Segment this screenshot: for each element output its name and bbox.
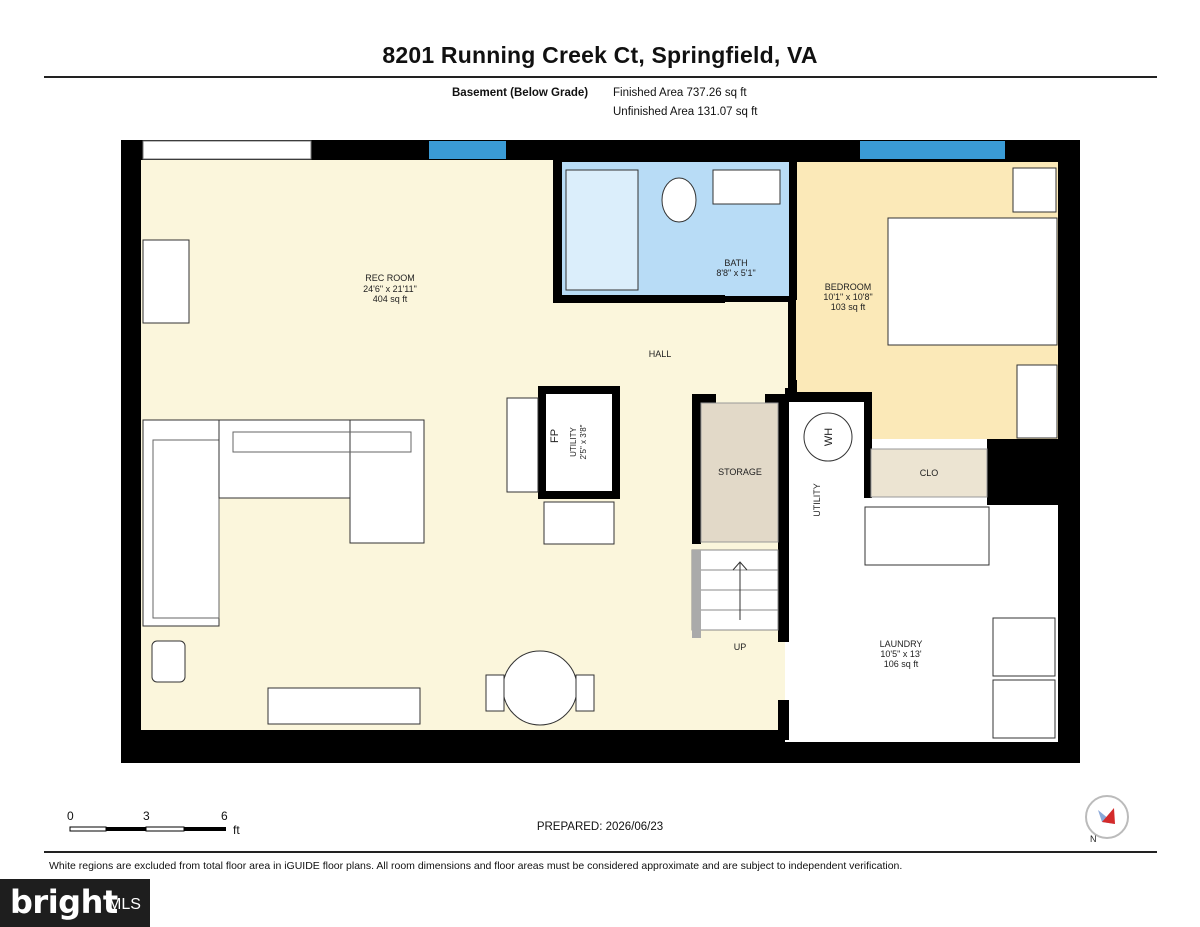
brand-logo: bright MLS [0,879,150,927]
title-divider [44,76,1157,78]
water-heater-label: WH [823,428,835,446]
bath-dims: 8'8" x 5'1" [716,268,755,278]
stair-arrow-head [732,561,748,571]
dryer [992,617,1056,677]
rec-room-area: 404 sq ft [373,294,408,304]
scale-unit: ft [233,823,240,837]
small-utility-name: UTILITY [569,426,578,456]
nightstand [1012,167,1057,213]
closet-floor [870,448,988,498]
sectional-back [232,431,412,453]
rec-room-name: REC ROOM [365,273,415,283]
sofa [142,419,220,627]
scale-label-0: 0 [67,809,74,823]
compass-label: N [1090,834,1097,844]
fireplace-label: FP [549,429,561,443]
water-heater-icon [803,412,853,462]
small-utility-floor [546,394,612,491]
stair-rail [692,550,701,638]
hall-wall [789,380,797,398]
bath-wall-left [553,160,562,303]
storage-name: STORAGE [718,467,762,477]
compass-needle [1102,808,1115,824]
unfinished-area: Unfinished Area 131.07 sq ft [613,106,758,118]
bath-name: BATH [724,258,747,268]
washer [992,679,1056,739]
page-title: 8201 Running Creek Ct, Springfield, VA [382,42,818,68]
sink [712,169,781,205]
window [142,140,312,160]
window [860,141,1005,159]
small-utility-dims: 2'5" x 3'8" [579,424,588,459]
disclaimer: White regions are excluded from total fl… [49,860,903,872]
dresser [1016,364,1058,439]
utility-wall-low [778,700,789,740]
round-table [502,650,578,726]
scale-bar-segment [106,827,146,831]
bath-bedroom-wall [789,160,797,300]
bath-wall-bottom [553,295,725,303]
stairs-up-label: UP [734,642,747,652]
prepared-date: PREPARED: 2026/06/23 [536,821,664,833]
dining-chair [485,674,505,712]
bedroom-name: BEDROOM [825,282,872,292]
laundry-counter [864,506,990,566]
storage-floor [700,402,779,543]
sectional-chaise [349,419,425,544]
utility-name: UTILITY [812,483,822,517]
hall-name: HALL [649,349,672,359]
side-table [506,397,539,493]
area-label: Basement (Below Grade) [452,87,589,99]
hall-floor [556,302,788,388]
tv-console [142,239,190,324]
dining-chair [575,674,595,712]
sofa-cushions [152,439,220,619]
chair [543,501,615,545]
laundry-name: LAUNDRY [880,639,923,649]
window [429,141,506,159]
bedroom-area: 103 sq ft [831,302,866,312]
laundry-area: 106 sq ft [884,659,919,669]
finished-area: Finished Area 737.26 sq ft [613,87,747,99]
storage-wall-top-right [765,394,789,403]
scale-bar-segment [184,827,226,831]
brand-suffix: MLS [108,896,141,913]
scale-label-3: 3 [143,809,150,823]
media-console [267,687,421,725]
utility-wall [778,394,789,642]
toilet [661,177,697,223]
closet-wall [864,392,872,498]
brand-word: bright [10,883,118,921]
laundry-dims: 10'5" x 13' [880,649,921,659]
footer-divider [44,851,1157,853]
storage-wall-left [692,394,701,544]
bathtub [565,169,639,291]
rec-room-dims: 24'6" x 21'11" [363,284,417,294]
armchair [151,640,186,683]
storage-wall-top [692,394,716,403]
closet-name: CLO [920,468,939,478]
scale-label-6: 6 [221,809,228,823]
bedroom-dims: 10'1" x 10'8" [823,292,872,302]
bed [887,217,1058,346]
corner-block [987,439,1058,505]
bedroom-wall-bottom [789,392,871,402]
